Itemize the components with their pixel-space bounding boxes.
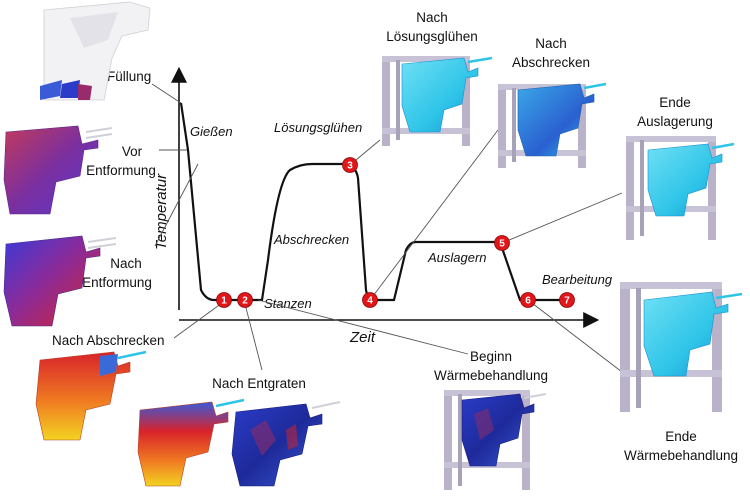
label-nach-abschrecken-left: Nach Abschrecken [52,333,165,348]
connector-lines [151,83,623,373]
rack-beginn-waermebehandlung-image [444,390,547,490]
label-nach-entformung-1: Nach [110,256,142,271]
label-abschrecken: Abschrecken [273,232,349,247]
part-nach-entgraten-image-2 [231,401,341,487]
label-bearbeitung: Bearbeitung [542,272,613,287]
svg-text:5: 5 [499,239,505,250]
step-marker-1: 1 [216,292,232,308]
x-axis-label: Zeit [349,329,376,346]
label-ende-auslagerung-1: Ende [659,95,691,110]
rack-ende-waermebehandlung-image [620,282,743,412]
label-ende-waermebehandlung-2: Wärmebehandlung [624,448,738,463]
svg-text:7: 7 [564,296,570,307]
rack-nach-abschrecken-top-image [498,82,607,168]
label-nach-loesungsgluehen-1: Nach [416,10,448,25]
label-ende-auslagerung-2: Auslagerung [637,114,713,129]
label-nach-abschrecken-top-2: Abschrecken [512,55,590,70]
part-vor-entformung-image [3,125,113,215]
label-nach-abschrecken-top-1: Nach [535,36,567,51]
label-vor-entformung-2: Entformung [86,163,156,178]
svg-text:6: 6 [525,296,531,307]
svg-text:2: 2 [242,296,248,307]
step-marker-6: 6 [520,292,536,308]
svg-text:4: 4 [367,296,373,307]
label-loesungsgluehen: Lösungsglühen [274,120,362,135]
label-stanzen: Stanzen [264,296,312,311]
temperature-curve [179,102,570,302]
label-vor-entformung-1: Vor [122,144,143,159]
rack-nach-loesungsgluehen-image [382,56,493,146]
svg-text:3: 3 [347,161,353,172]
step-marker-3: 3 [342,157,358,173]
label-giessen: Gießen [190,124,233,139]
label-nach-entformung-2: Entformung [82,275,152,290]
label-fuellung: Füllung [107,69,151,84]
step-marker-5: 5 [494,235,510,251]
step-marker-4: 4 [362,292,378,308]
part-nach-entgraten-image-1 [137,398,245,487]
step-marker-2: 2 [237,292,253,308]
label-auslagern: Auslagern [427,250,487,265]
part-nach-entformung-image [3,235,117,327]
label-beginn-waermebehandlung-2: Wärmebehandlung [434,368,548,383]
rack-ende-auslagerung-image [626,136,735,240]
part-nach-abschrecken-image [35,350,147,441]
part-fuellung-image [40,1,151,101]
label-beginn-waermebehandlung-1: Beginn [470,349,512,364]
svg-text:1: 1 [221,296,227,307]
label-nach-entgraten: Nach Entgraten [212,376,306,391]
label-ende-waermebehandlung-1: Ende [665,429,697,444]
step-marker-7: 7 [559,292,575,308]
y-axis-label: Temperatur [153,173,170,250]
label-nach-loesungsgluehen-2: Lösungsglühen [386,29,478,44]
